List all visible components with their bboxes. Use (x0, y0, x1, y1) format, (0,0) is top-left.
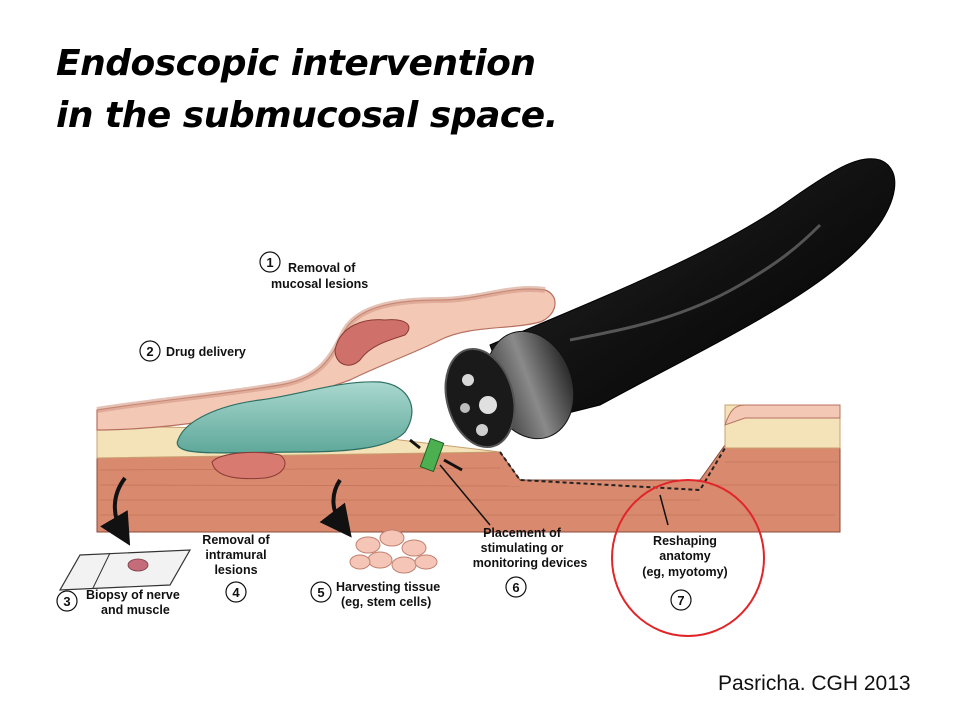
label-line: anatomy (659, 549, 710, 563)
marker-number: 1 (266, 255, 273, 270)
marker-2: 2 (139, 340, 161, 362)
label-intramural: Removal of intramural lesions (202, 533, 270, 577)
label-line: intramural (205, 548, 266, 562)
label-reshaping: Reshaping anatomy (eg, myotomy) (642, 534, 727, 579)
label-line: Placement of (483, 526, 562, 540)
marker-number: 5 (317, 585, 324, 600)
stimulating-device (409, 437, 463, 473)
label-line: Harvesting tissue (336, 580, 440, 594)
label-mucosal-lesions: Removal of mucosal lesions (271, 261, 368, 291)
label-line: Removal of (202, 533, 270, 547)
endoscope-highlight (569, 223, 822, 342)
slide-title: Endoscopic intervention in the submucosa… (56, 38, 676, 142)
endoscope-shaft (489, 158, 896, 426)
marker-3: 3 (56, 590, 78, 612)
muscle-layer (96, 444, 841, 533)
drug-bleb (176, 381, 413, 454)
label-devices: Placement of stimulating or monitoring d… (473, 526, 588, 570)
marker-number: 3 (63, 594, 70, 609)
intramural-lesion (211, 451, 286, 480)
label-line: Removal of (288, 261, 356, 275)
marker-number: 4 (232, 585, 240, 600)
endoscope-lens-2 (479, 396, 497, 414)
endoscope-tip-face (444, 347, 516, 449)
marker-7: 7 (670, 589, 692, 611)
marker-number: 7 (677, 593, 684, 608)
label-line: (eg, myotomy) (642, 565, 727, 579)
label-line: (eg, stem cells) (341, 595, 431, 609)
arrow-biopsy (100, 476, 131, 546)
label-line: stimulating or (481, 541, 564, 555)
muscle-fibers (99, 461, 838, 516)
marker-number: 2 (146, 344, 153, 359)
marker-5: 5 (310, 581, 332, 603)
label-biopsy: Biopsy of nerve and muscle (86, 588, 180, 617)
label-line: Drug delivery (166, 345, 246, 359)
endoscope-lens-4 (476, 424, 488, 436)
marker-number: 6 (512, 580, 519, 595)
mucosa-right (724, 404, 841, 426)
marker-6: 6 (505, 576, 527, 598)
endoscope-lens-1 (462, 374, 474, 386)
mucosa-flap-top (96, 286, 546, 413)
label-line: mucosal lesions (271, 277, 368, 291)
arrow-harvest (319, 478, 352, 538)
reshaping-highlight-circle (611, 479, 765, 637)
label-line: lesions (214, 563, 257, 577)
biopsy-slide (58, 549, 192, 591)
label-harvesting: Harvesting tissue (eg, stem cells) (336, 580, 440, 609)
label-drug-delivery: Drug delivery (166, 345, 246, 359)
label-line: monitoring devices (473, 556, 588, 570)
citation: Pasricha. CGH 2013 (718, 672, 911, 695)
pointer-device (439, 464, 491, 526)
endoscope-lens-3 (460, 403, 470, 413)
pointer-reshaping (659, 494, 669, 526)
label-line: and muscle (101, 603, 170, 617)
marker-4: 4 (225, 581, 247, 603)
title-line-2: in the submucosal space. (56, 95, 558, 136)
mucosal-lesion (334, 319, 410, 366)
stem-cells (349, 529, 438, 574)
label-line: Biopsy of nerve (86, 588, 180, 602)
marker-1: 1 (259, 251, 281, 273)
label-line: Reshaping (653, 534, 717, 548)
myotomy-line (499, 447, 726, 492)
title-line-1: Endoscopic intervention (56, 43, 536, 84)
